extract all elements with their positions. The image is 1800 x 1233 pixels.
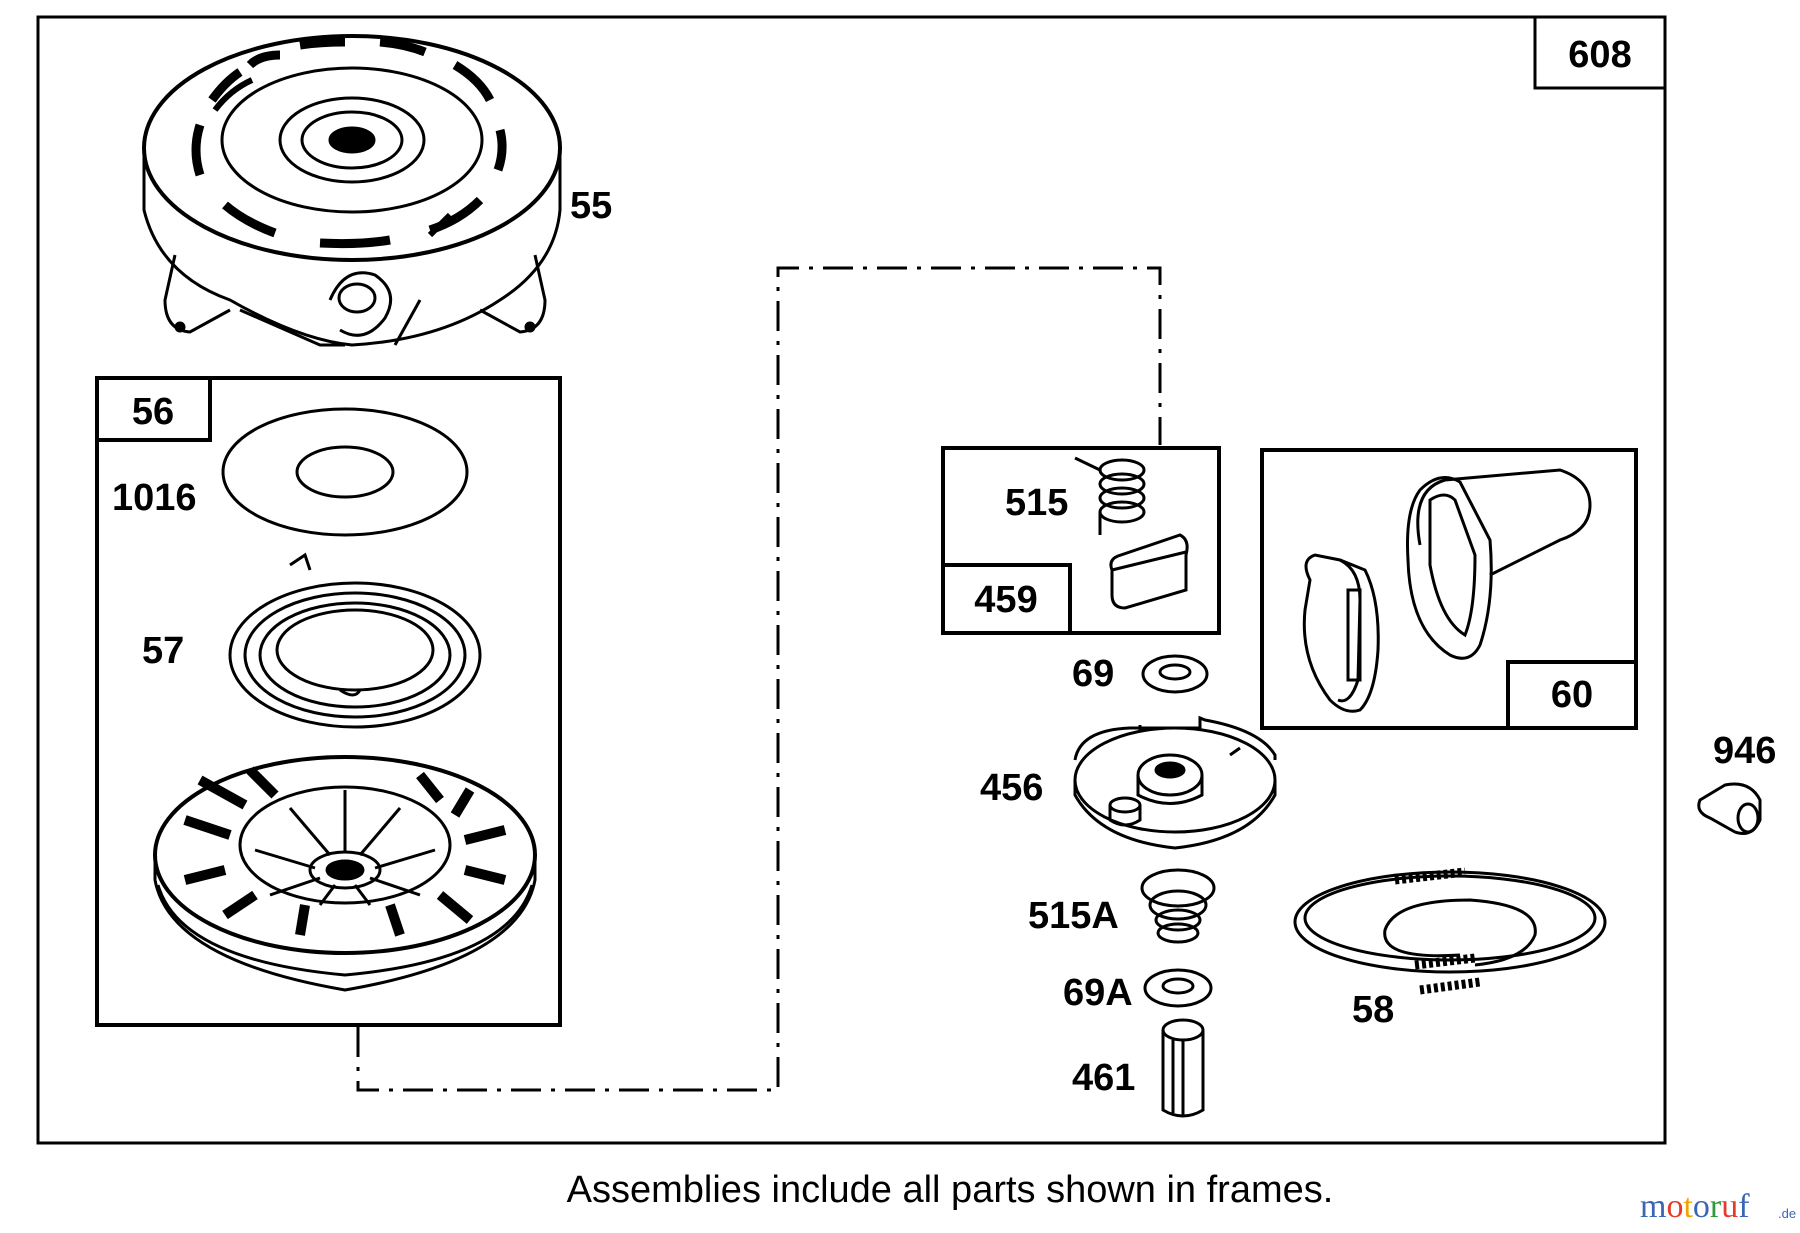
watermark-letter: r [1710, 1188, 1722, 1225]
part-label-461: 461 [1072, 1057, 1135, 1099]
frame-label-459: 459 [974, 579, 1037, 621]
watermark-suffix: .de [1778, 1206, 1796, 1221]
starter-housing-55 [142, 34, 562, 347]
frame-459: 459 [941, 446, 1221, 635]
starter-pulley [153, 755, 537, 992]
watermark-letter: m [1640, 1188, 1666, 1225]
watermark-logo: motoruf .de [1640, 1188, 1796, 1225]
part-label-946: 946 [1713, 730, 1776, 772]
assembly-connector-line [356, 266, 1162, 1092]
recoil-spring-57 [228, 552, 482, 729]
frame-label-56: 56 [132, 391, 174, 433]
washer-69a [1143, 968, 1213, 1008]
part-946 [1697, 782, 1762, 835]
washer-69 [1141, 654, 1209, 694]
part-label-515: 515 [1005, 482, 1068, 524]
washer-1016 [221, 407, 469, 537]
starter-handle [1302, 468, 1592, 713]
diagram-caption: Assemblies include all parts shown in fr… [567, 1169, 1334, 1211]
part-label-57: 57 [142, 630, 184, 672]
frame-608: 608 [36, 15, 1667, 1145]
watermark-letter: f [1738, 1188, 1750, 1225]
retainer-456 [1073, 715, 1277, 850]
part-label-55: 55 [570, 185, 612, 227]
watermark-letter: o [1666, 1188, 1683, 1225]
part-label-69: 69 [1072, 653, 1114, 695]
part-label-515a: 515A [1028, 895, 1119, 937]
pin-461 [1161, 1018, 1205, 1118]
watermark-letter: o [1693, 1188, 1710, 1225]
frame-60: 60 [1260, 448, 1638, 730]
part-label-456: 456 [980, 767, 1043, 809]
watermark-letter: u [1721, 1188, 1738, 1225]
part-label-58: 58 [1352, 989, 1394, 1031]
frame-label-608: 608 [1568, 34, 1631, 76]
watermark-brand: motoruf [1640, 1188, 1750, 1225]
pawl [1109, 533, 1189, 610]
part-label-69a: 69A [1063, 972, 1133, 1014]
spring-515a [1140, 868, 1216, 944]
frame-56: 56 [95, 376, 562, 1027]
spring-515 [1074, 456, 1146, 535]
watermark-letter: t [1683, 1188, 1693, 1225]
part-label-1016: 1016 [112, 477, 197, 519]
frame-label-60: 60 [1551, 674, 1593, 716]
starter-rope-58 [1293, 867, 1607, 995]
